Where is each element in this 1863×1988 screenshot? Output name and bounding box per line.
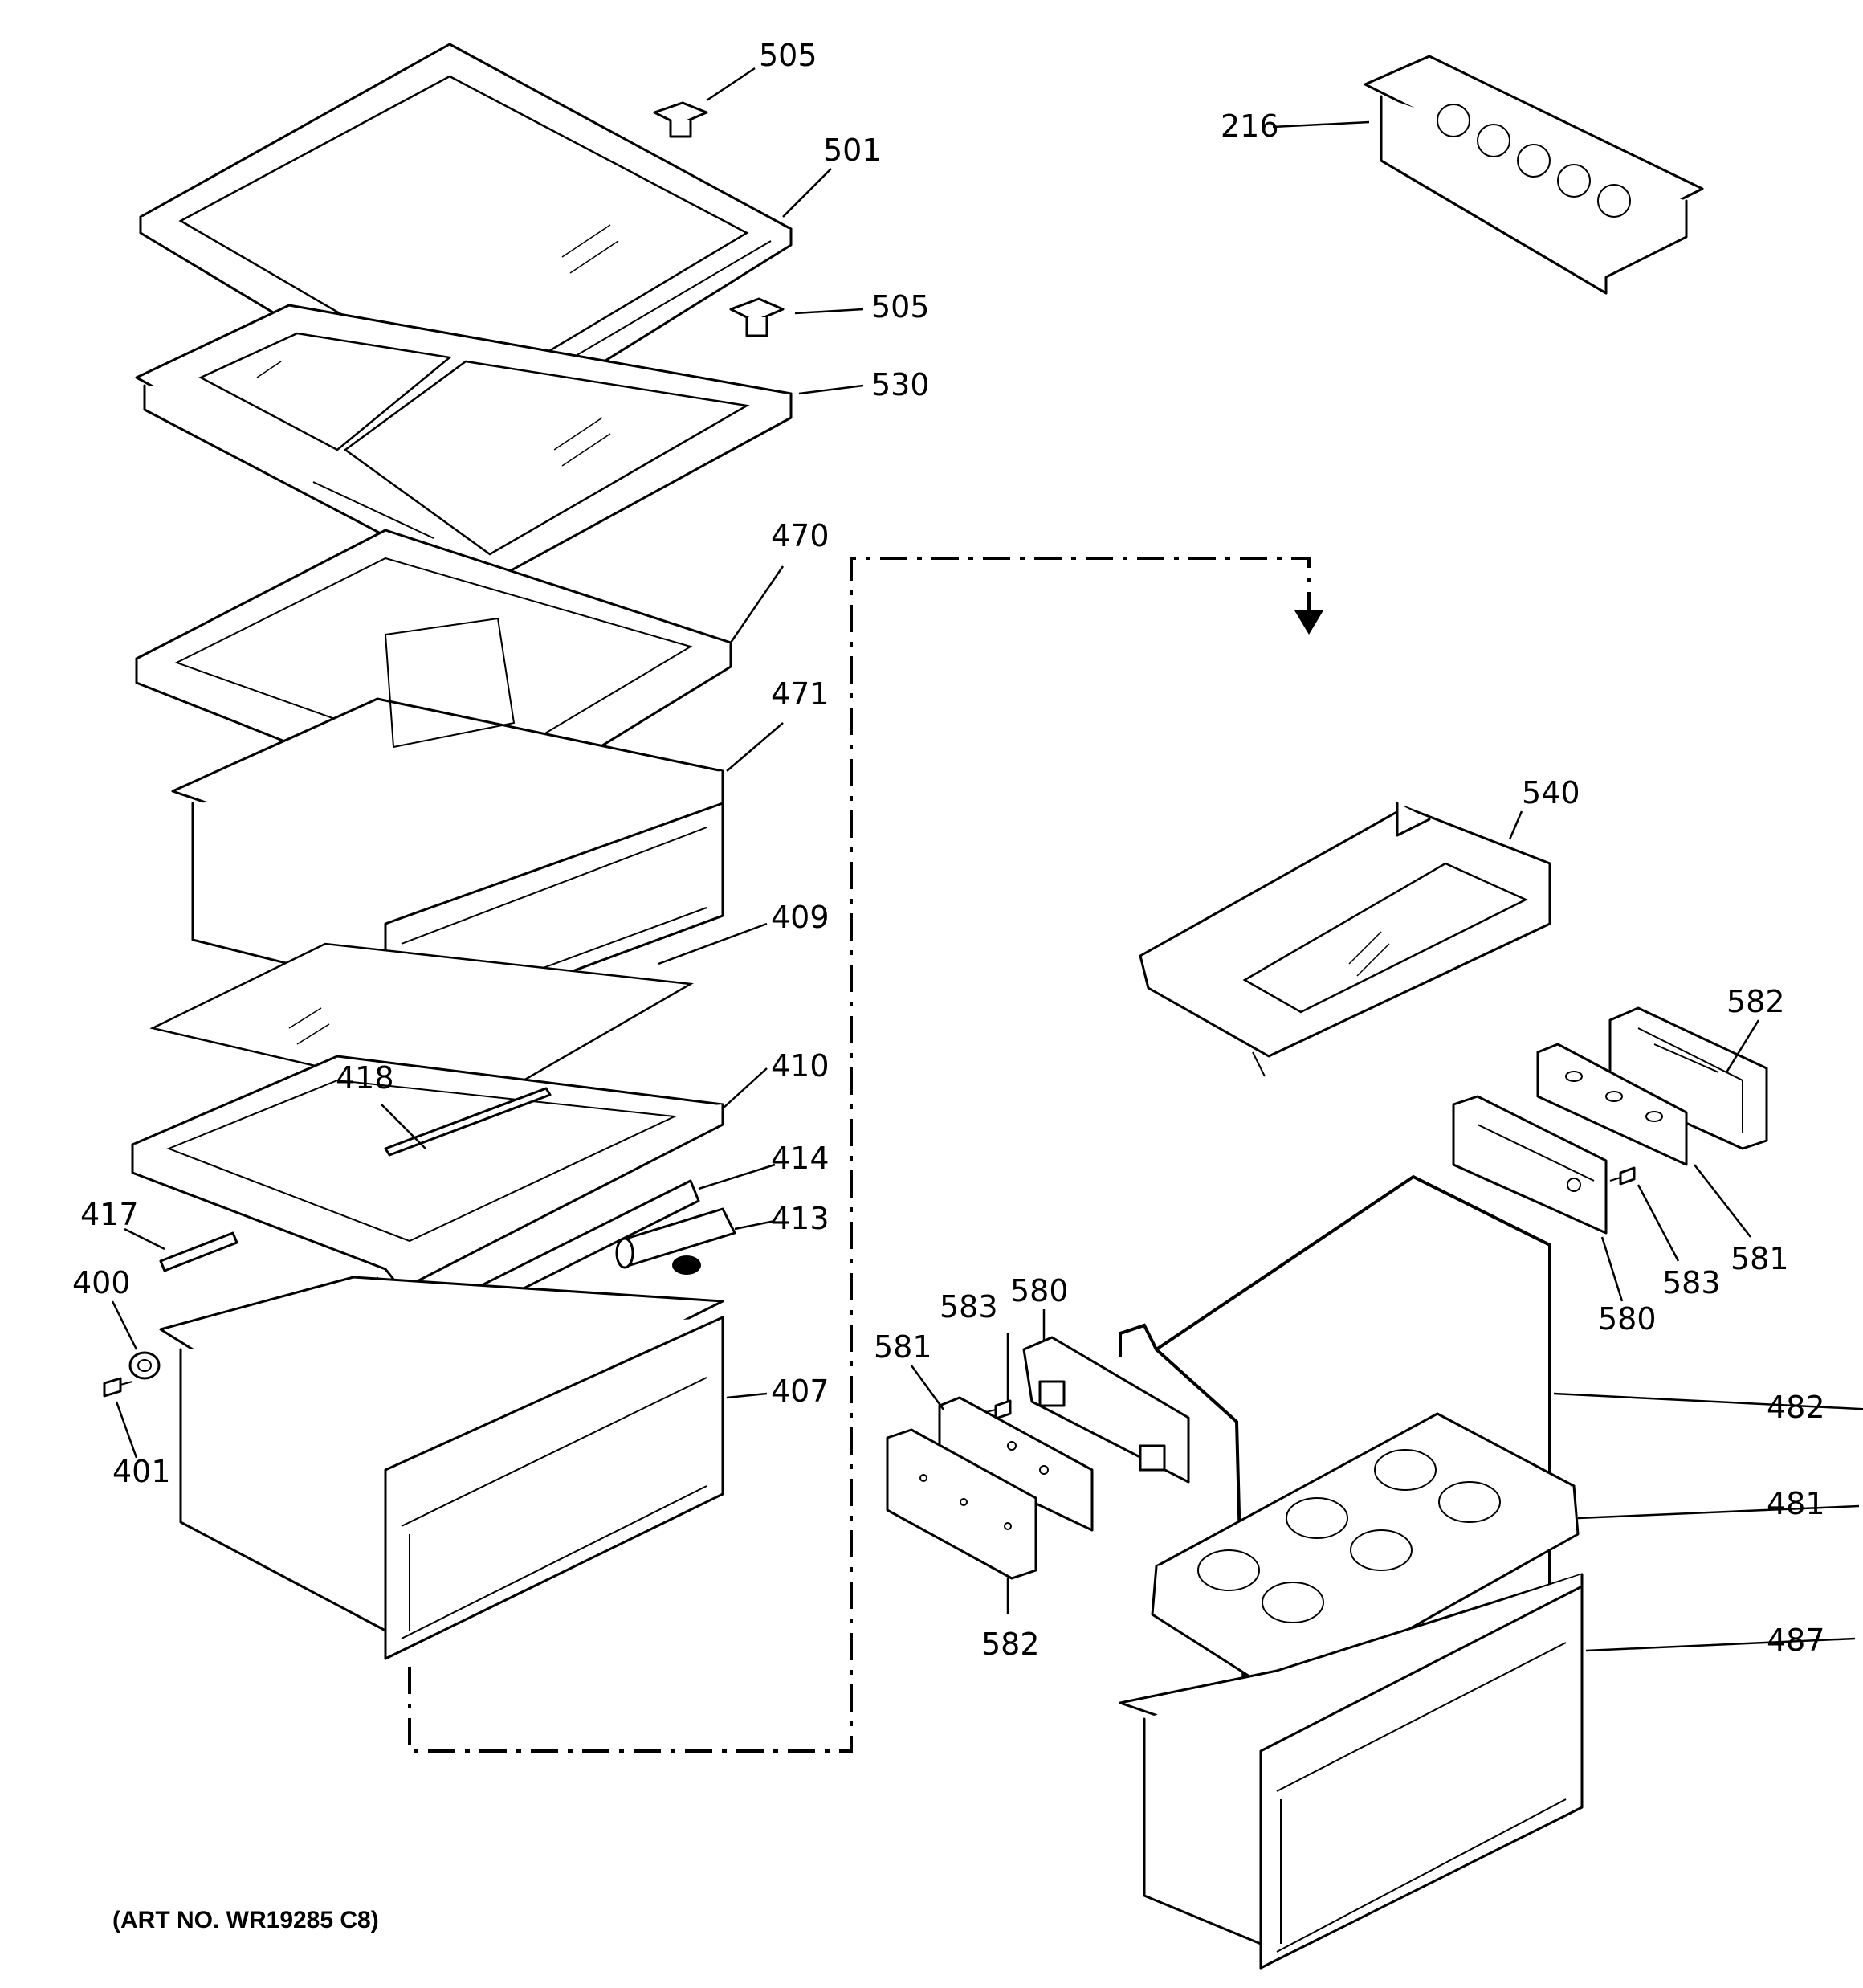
label-418: 418 (336, 1060, 394, 1096)
label-581: 581 (1731, 1241, 1789, 1276)
part-583-screw-right (1609, 1166, 1636, 1186)
leader-lines (111, 67, 1863, 1652)
label-580: 580 (1010, 1273, 1069, 1308)
label-582: 582 (981, 1627, 1040, 1662)
label-409: 409 (771, 900, 830, 935)
part-417-rod (159, 1231, 238, 1272)
label-581: 581 (874, 1329, 932, 1365)
art-number: (ART NO. WR19285 C8) (112, 1907, 379, 1933)
part-418-rod (384, 1087, 552, 1157)
label-505: 505 (759, 38, 817, 73)
part-505-clip-lower (729, 297, 785, 337)
part-410-pan-frame (131, 1055, 724, 1306)
connector-dashdot-line (408, 557, 1311, 1753)
label-216: 216 (1221, 108, 1279, 144)
label-400: 400 (72, 1265, 131, 1300)
label-481: 481 (1767, 1486, 1825, 1521)
part-540-tray (1139, 802, 1551, 1077)
label-582: 582 (1726, 984, 1785, 1019)
part-530-shelf-frame (135, 304, 793, 588)
part-216-bin (1364, 55, 1704, 295)
part-580-bracket-right (1452, 1095, 1608, 1235)
label-410: 410 (771, 1048, 830, 1084)
part-580-bracket-left (1022, 1336, 1190, 1484)
part-501-glass-shelf (139, 43, 793, 439)
part-581-bracket-right (1536, 1043, 1688, 1166)
label-530: 530 (871, 367, 930, 402)
label-414: 414 (771, 1141, 830, 1176)
label-540: 540 (1522, 775, 1580, 810)
label-583: 583 (940, 1289, 998, 1325)
label-470: 470 (771, 518, 830, 553)
label-407: 407 (771, 1374, 830, 1409)
part-407-drawer (159, 1276, 724, 1660)
part-505-clip-upper (653, 101, 708, 138)
label-413: 413 (771, 1201, 830, 1236)
part-401-screw (103, 1377, 133, 1398)
part-400-roller (128, 1351, 161, 1380)
label-487: 487 (1767, 1623, 1825, 1658)
part-labels: 505 501 505 530 470 471 409 418 410 414 … (72, 38, 1825, 1933)
label-583: 583 (1662, 1265, 1721, 1300)
label-401: 401 (112, 1454, 171, 1489)
label-580: 580 (1598, 1301, 1657, 1337)
label-417: 417 (80, 1197, 139, 1232)
label-501: 501 (823, 133, 882, 168)
connector-arrow-down-icon (1294, 610, 1323, 635)
part-487-drawer (1119, 1573, 1584, 1970)
label-482: 482 (1767, 1390, 1825, 1425)
part-582-end-cap-left (886, 1428, 1037, 1580)
label-471: 471 (771, 676, 830, 712)
part-413-handle-tube (615, 1207, 736, 1275)
label-505: 505 (871, 289, 930, 325)
